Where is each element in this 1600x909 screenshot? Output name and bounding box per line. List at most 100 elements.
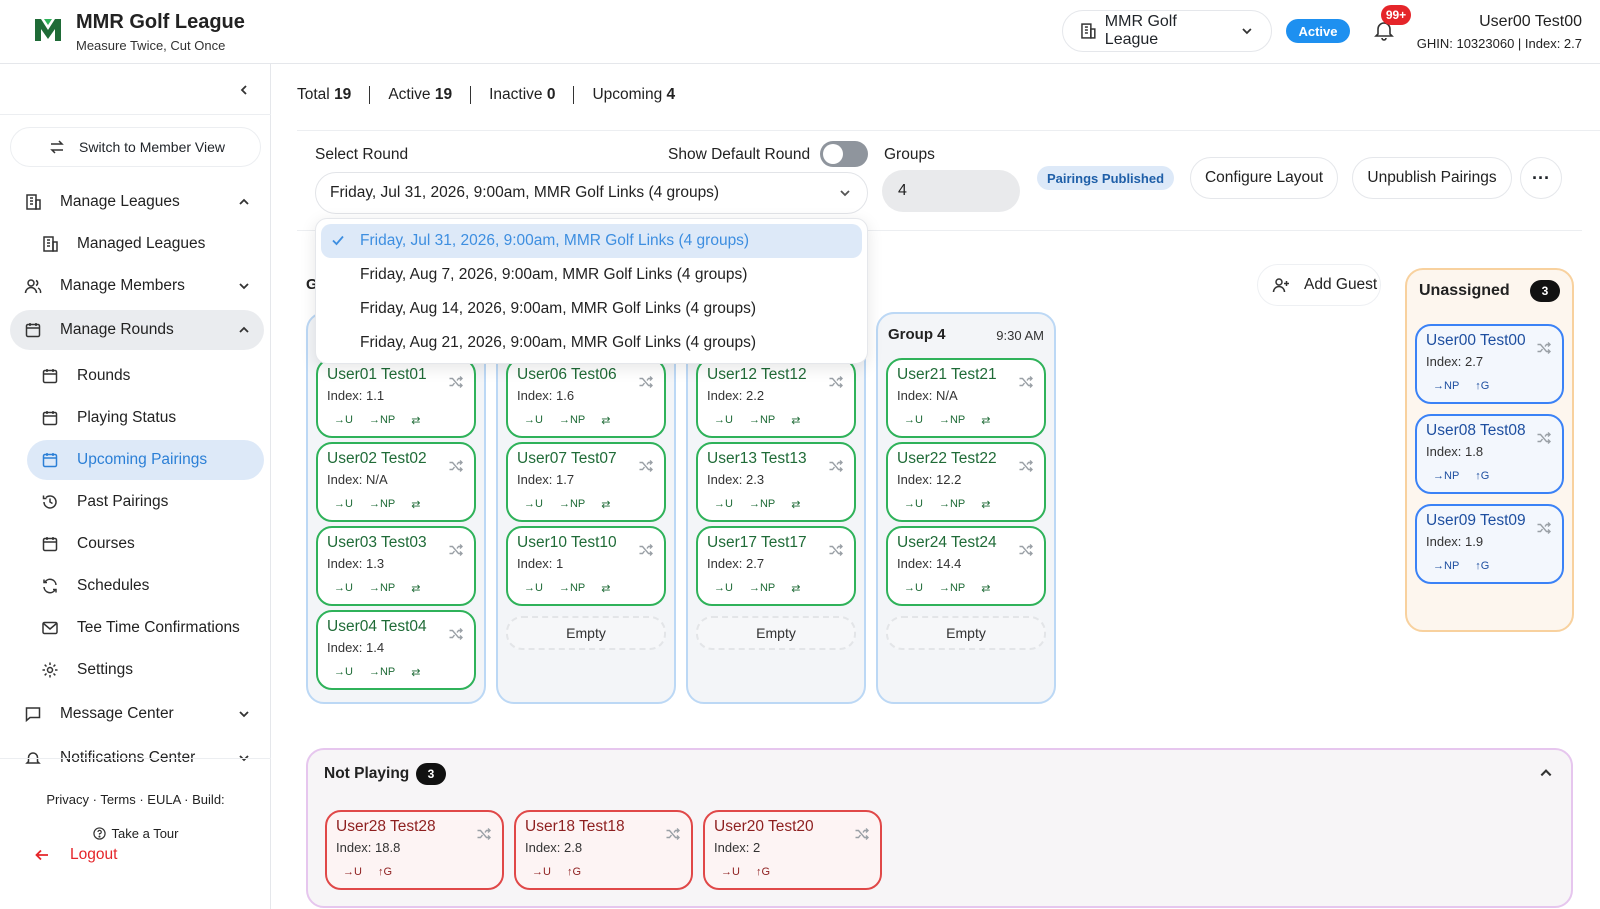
show-default-round-toggle[interactable] (820, 141, 868, 167)
move-unassigned-button[interactable]: →U (334, 666, 353, 678)
league-logo-icon[interactable] (34, 16, 62, 42)
shuffle-icon[interactable] (638, 542, 654, 558)
move-not-playing-button[interactable]: →NP (368, 414, 396, 426)
sidebar-item-courses[interactable]: Courses (27, 524, 264, 564)
user-name[interactable]: User00 Test00 (1479, 13, 1582, 30)
swap-button[interactable]: ⇄ (411, 667, 421, 679)
move-not-playing-button[interactable]: →NP (748, 582, 776, 594)
shuffle-icon[interactable] (828, 542, 844, 558)
player-card[interactable]: User12 Test12 Index: 2.2 →U→NP⇄ (696, 358, 856, 438)
sidebar-item-settings[interactable]: Settings (27, 650, 264, 690)
shuffle-icon[interactable] (854, 826, 870, 842)
sidebar-item-playing-status[interactable]: Playing Status (27, 398, 264, 438)
swap-button[interactable]: ⇄ (791, 499, 801, 511)
unpublish-pairings-button[interactable]: Unpublish Pairings (1352, 157, 1512, 199)
move-unassigned-button[interactable]: →U (904, 498, 923, 510)
shuffle-icon[interactable] (828, 374, 844, 390)
swap-button[interactable]: ⇄ (411, 415, 421, 427)
move-not-playing-button[interactable]: →NP (1433, 380, 1460, 392)
more-options-button[interactable]: ··· (1520, 157, 1562, 199)
move-unassigned-button[interactable]: →U (524, 498, 543, 510)
shuffle-icon[interactable] (1018, 458, 1034, 474)
player-card[interactable]: User01 Test01 Index: 1.1 →U→NP⇄ (316, 358, 476, 438)
shuffle-icon[interactable] (828, 458, 844, 474)
swap-button[interactable]: ⇄ (981, 415, 991, 427)
shuffle-icon[interactable] (448, 458, 464, 474)
move-unassigned-button[interactable]: →U (334, 498, 353, 510)
round-option-selected[interactable]: Friday, Jul 31, 2026, 9:00am, MMR Golf L… (321, 224, 862, 258)
player-card[interactable]: User04 Test04 Index: 1.4 →U→NP⇄ (316, 610, 476, 690)
player-card[interactable]: User00 Test00 Index: 2.7 →NP↑G (1415, 324, 1564, 404)
move-not-playing-button[interactable]: →NP (558, 498, 586, 510)
move-not-playing-button[interactable]: →NP (1433, 560, 1460, 572)
empty-slot[interactable]: Empty (886, 616, 1046, 650)
swap-button[interactable]: ⇄ (791, 583, 801, 595)
round-select[interactable]: Friday, Jul 31, 2026, 9:00am, MMR Golf L… (315, 172, 868, 214)
move-unassigned-button[interactable]: →U (524, 414, 543, 426)
move-to-group-button[interactable]: ↑G (1475, 380, 1490, 392)
player-card[interactable]: User10 Test10 Index: 1 →U→NP⇄ (506, 526, 666, 606)
chevron-up-icon[interactable] (1539, 766, 1553, 780)
shuffle-icon[interactable] (476, 826, 492, 842)
round-option[interactable]: Friday, Aug 14, 2026, 9:00am, MMR Golf L… (360, 300, 757, 317)
swap-button[interactable]: ⇄ (601, 415, 611, 427)
move-not-playing-button[interactable]: →NP (938, 498, 966, 510)
swap-button[interactable]: ⇄ (411, 499, 421, 511)
league-select[interactable]: MMR Golf League (1062, 10, 1272, 52)
shuffle-icon[interactable] (1536, 340, 1552, 356)
add-guest-button[interactable]: Add Guest (1257, 264, 1381, 306)
move-unassigned-button[interactable]: →U (343, 866, 362, 878)
move-not-playing-button[interactable]: →NP (938, 582, 966, 594)
player-card[interactable]: User02 Test02 Index: N/A →U→NP⇄ (316, 442, 476, 522)
move-not-playing-button[interactable]: →NP (938, 414, 966, 426)
round-option[interactable]: Friday, Aug 21, 2026, 9:00am, MMR Golf L… (360, 334, 757, 351)
swap-button[interactable]: ⇄ (791, 415, 801, 427)
move-to-group-button[interactable]: ↑G (1475, 560, 1490, 572)
swap-button[interactable]: ⇄ (981, 499, 991, 511)
move-to-group-button[interactable]: ↑G (566, 866, 582, 878)
sidebar-item-notifications-center[interactable]: Notifications Center (10, 738, 264, 778)
swap-button[interactable]: ⇄ (411, 583, 421, 595)
player-card[interactable]: User08 Test08 Index: 1.8 →NP↑G (1415, 414, 1564, 494)
move-unassigned-button[interactable]: →U (532, 866, 551, 878)
move-unassigned-button[interactable]: →U (334, 582, 353, 594)
move-not-playing-button[interactable]: →NP (368, 666, 396, 678)
logout-button[interactable]: Logout (34, 844, 117, 866)
player-card[interactable]: User22 Test22 Index: 12.2 →U→NP⇄ (886, 442, 1046, 522)
move-not-playing-button[interactable]: →NP (368, 582, 396, 594)
player-card[interactable]: User21 Test21 Index: N/A →U→NP⇄ (886, 358, 1046, 438)
player-card[interactable]: User07 Test07 Index: 1.7 →U→NP⇄ (506, 442, 666, 522)
move-unassigned-button[interactable]: →U (714, 582, 733, 594)
move-unassigned-button[interactable]: →U (524, 582, 543, 594)
shuffle-icon[interactable] (448, 542, 464, 558)
player-card[interactable]: User06 Test06 Index: 1.6 →U→NP⇄ (506, 358, 666, 438)
empty-slot[interactable]: Empty (506, 616, 666, 650)
sidebar-item-manage-members[interactable]: Manage Members (10, 266, 264, 306)
move-to-group-button[interactable]: ↑G (755, 866, 771, 878)
player-card[interactable]: User09 Test09 Index: 1.9 →NP↑G (1415, 504, 1564, 584)
swap-button[interactable]: ⇄ (601, 583, 611, 595)
collapse-sidebar-button[interactable] (232, 78, 256, 102)
move-not-playing-button[interactable]: →NP (368, 498, 396, 510)
move-not-playing-button[interactable]: →NP (1433, 470, 1460, 482)
sidebar-item-schedules[interactable]: Schedules (27, 566, 264, 606)
shuffle-icon[interactable] (448, 626, 464, 642)
move-unassigned-button[interactable]: →U (721, 866, 740, 878)
sidebar-item-manage-leagues[interactable]: Manage Leagues (10, 182, 264, 222)
terms-link[interactable]: Terms (100, 792, 136, 807)
move-unassigned-button[interactable]: →U (904, 582, 923, 594)
sidebar-item-tee-time-confirmations[interactable]: Tee Time Confirmations (27, 608, 264, 648)
player-card[interactable]: User20 Test20 Index: 2 →U↑G (703, 810, 882, 890)
eula-link[interactable]: EULA (147, 792, 181, 807)
sidebar-item-message-center[interactable]: Message Center (10, 694, 264, 734)
shuffle-icon[interactable] (1536, 520, 1552, 536)
shuffle-icon[interactable] (448, 374, 464, 390)
shuffle-icon[interactable] (638, 374, 654, 390)
player-card[interactable]: User13 Test13 Index: 2.3 →U→NP⇄ (696, 442, 856, 522)
sidebar-item-rounds[interactable]: Rounds (27, 356, 264, 396)
groups-count-input[interactable]: 4 (882, 170, 1020, 212)
empty-slot[interactable]: Empty (696, 616, 856, 650)
move-to-group-button[interactable]: ↑G (1475, 470, 1490, 482)
shuffle-icon[interactable] (1536, 430, 1552, 446)
shuffle-icon[interactable] (1018, 374, 1034, 390)
